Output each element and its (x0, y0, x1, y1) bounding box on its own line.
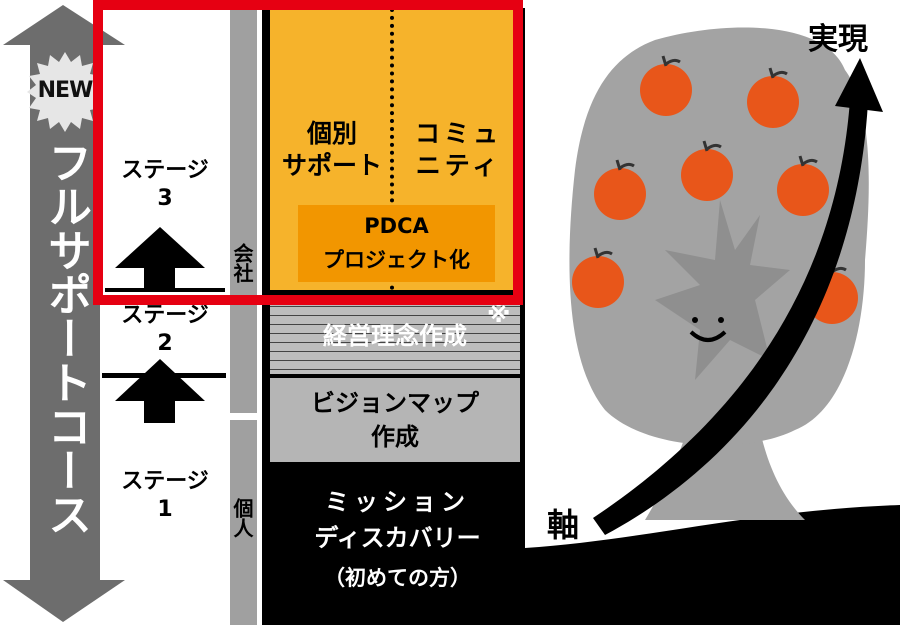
philosophy-label: 経営理念作成 (323, 322, 467, 350)
axis-label: 軸 (547, 506, 580, 544)
stage-3-highlight (93, 0, 523, 305)
course-title: フルサポートコース (40, 140, 91, 536)
company-label: 会社 (230, 243, 254, 283)
realization-label: 実現 (808, 22, 868, 57)
up-arrow-icon (115, 227, 205, 290)
dotted-divider (390, 8, 394, 290)
new-starburst-icon (27, 52, 103, 132)
vision-map-box: ビジョンマップ作成 (270, 378, 520, 462)
individual-bar (230, 420, 257, 625)
tree-star-shape (655, 200, 790, 380)
ground (525, 505, 900, 625)
smile-face-icon (689, 317, 727, 342)
apple-stems (593, 55, 847, 275)
company-bar (230, 5, 257, 413)
community: コミュニティ (414, 119, 502, 180)
tree-illustration (525, 27, 900, 625)
growth-arrow (593, 100, 868, 535)
note-mark: ※ (487, 300, 511, 328)
individual-support: 個別サポート (281, 119, 382, 180)
new-badge: NEW (37, 78, 94, 103)
growth-arrow-head (835, 58, 883, 112)
mission-discovery: ミッションディスカバリー（初めての方） (314, 488, 481, 590)
individual-label: 個人 (230, 498, 254, 538)
up-arrow-icon (115, 359, 205, 423)
philosophy-box (270, 298, 520, 374)
